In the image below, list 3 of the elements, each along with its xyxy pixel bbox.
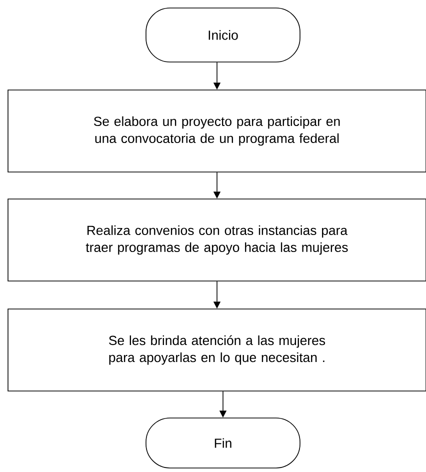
process-box: Realiza convenios con otras instancias para traer programas de apoyo hacia las mujeres bbox=[8, 198, 426, 282]
process-box: Se les brinda atención a las mujeres para apoyarlas en lo que necesitan . bbox=[8, 308, 426, 392]
process-box: Se elabora un proyecto para participar en una convocatoria de un programa federal bbox=[8, 90, 426, 172]
